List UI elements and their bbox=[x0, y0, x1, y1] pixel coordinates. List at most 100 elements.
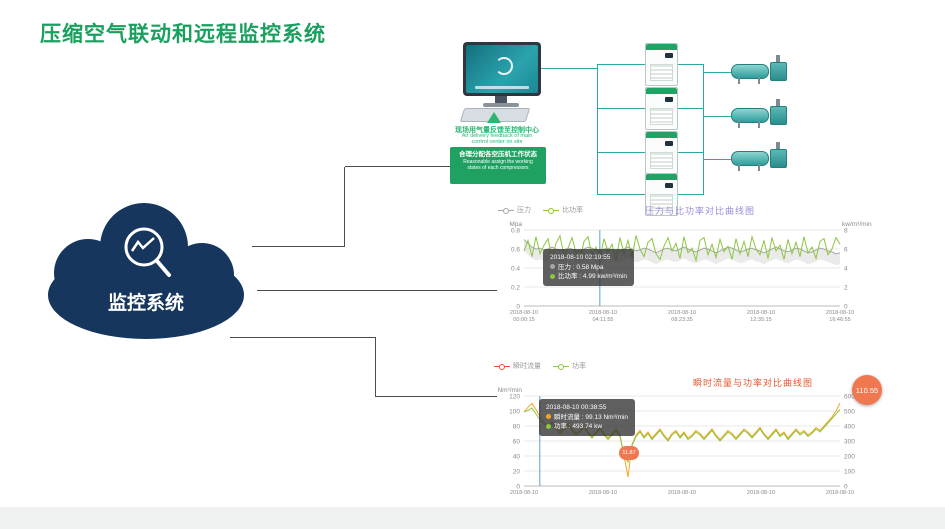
compressor-display bbox=[665, 183, 673, 188]
flow-power-tooltip: 2018-08-10 00:38:55 瞬时流量 : 99.13 Nm³/min… bbox=[539, 399, 636, 436]
svg-text:04:11:55: 04:11:55 bbox=[592, 317, 613, 323]
compressor-unit bbox=[645, 173, 678, 216]
compressor-top-panel bbox=[646, 88, 677, 94]
unit-tank bbox=[731, 64, 769, 79]
pressure-power-legend: 压力 比功率 bbox=[498, 205, 583, 215]
network-wire bbox=[541, 68, 597, 69]
network-wire bbox=[703, 64, 704, 195]
svg-text:12:35:15: 12:35:15 bbox=[750, 317, 771, 323]
unit-tank bbox=[731, 108, 769, 123]
assign-text-en-2: states of each compressors bbox=[467, 165, 529, 171]
air-dryer-unit bbox=[731, 55, 793, 87]
tooltip-row: 功率 : 493.74 kw bbox=[546, 422, 628, 432]
cloud-label: 监控系统 bbox=[108, 291, 184, 314]
pressure-power-title: 压力与比功率对比曲线图 bbox=[645, 206, 756, 216]
svg-text:0: 0 bbox=[516, 483, 520, 490]
compressor-display bbox=[665, 53, 673, 58]
svg-text:2018-08-10: 2018-08-10 bbox=[747, 310, 775, 316]
compressor-top-panel bbox=[646, 44, 677, 50]
feedback-text-cn: 现场用气量反馈至控制中心 bbox=[455, 127, 539, 134]
compressor-unit bbox=[645, 131, 678, 174]
legend-marker bbox=[543, 207, 559, 214]
compressor-grille bbox=[650, 64, 673, 81]
network-wire bbox=[597, 194, 645, 195]
svg-text:Nm³/min: Nm³/min bbox=[497, 387, 522, 394]
svg-text:2018-08-10: 2018-08-10 bbox=[826, 310, 854, 316]
compressor-top-panel bbox=[646, 174, 677, 180]
legend-label: 功率 bbox=[572, 363, 586, 370]
network-wire bbox=[597, 152, 645, 153]
unit-pipe bbox=[776, 142, 780, 150]
tooltip-dot bbox=[546, 414, 551, 420]
legend-label: 比功率 bbox=[562, 207, 583, 214]
connector-line bbox=[344, 167, 345, 247]
legend-item-power[interactable]: 功率 bbox=[553, 361, 586, 371]
connector-line bbox=[345, 166, 451, 167]
tooltip-dot bbox=[546, 423, 551, 429]
min-value-bubble: 11.87 bbox=[619, 446, 639, 460]
svg-text:100: 100 bbox=[509, 408, 520, 415]
svg-text:20: 20 bbox=[513, 468, 521, 475]
unit-leg bbox=[758, 77, 760, 84]
svg-text:kw/m³/min: kw/m³/min bbox=[842, 221, 872, 228]
monitor-cloud: 监控系统 bbox=[32, 195, 260, 345]
svg-text:2018-08-10: 2018-08-10 bbox=[589, 490, 617, 496]
workstation-monitor bbox=[463, 42, 541, 96]
unit-leg bbox=[738, 77, 740, 84]
assign-box: 合理分配各空压机工作状态 Reasonable assign the worki… bbox=[450, 147, 546, 184]
network-wire bbox=[678, 152, 703, 153]
svg-text:00:00:15: 00:00:15 bbox=[513, 317, 534, 323]
svg-text:2018-08-10: 2018-08-10 bbox=[510, 490, 538, 496]
svg-text:0: 0 bbox=[844, 483, 848, 490]
air-dryer-unit bbox=[731, 99, 793, 131]
screen-text-bar bbox=[474, 86, 530, 89]
svg-text:100: 100 bbox=[844, 468, 855, 475]
svg-text:0: 0 bbox=[516, 303, 520, 310]
network-wire bbox=[597, 108, 645, 109]
svg-text:2018-08-10: 2018-08-10 bbox=[589, 310, 617, 316]
unit-motor bbox=[770, 149, 787, 168]
cloud-shape bbox=[48, 203, 244, 339]
assign-text-en-1: Reasonable assign the working bbox=[463, 159, 533, 165]
legend-item-flow[interactable]: 瞬时流量 bbox=[494, 361, 541, 371]
pressure-power-tooltip: 2018-08-10 02:19:55 压力 : 0.58 Mpa 比功率 : … bbox=[543, 249, 634, 286]
unit-leg bbox=[738, 121, 740, 128]
tooltip-time: 2018-08-10 02:19:55 bbox=[550, 254, 611, 261]
svg-text:2018-08-10: 2018-08-10 bbox=[826, 490, 854, 496]
legend-item-specific-power[interactable]: 比功率 bbox=[543, 205, 583, 215]
network-wire bbox=[597, 64, 598, 195]
compressor-unit bbox=[645, 43, 678, 86]
network-wire bbox=[703, 72, 731, 73]
svg-text:6: 6 bbox=[844, 246, 848, 253]
compressor-unit bbox=[645, 87, 678, 130]
page-title: 压缩空气联动和远程监控系统 bbox=[40, 23, 326, 46]
unit-motor bbox=[770, 106, 787, 125]
network-wire bbox=[597, 64, 645, 65]
tooltip-time: 2018-08-10 00:38:55 bbox=[546, 404, 607, 411]
svg-text:2018-08-10: 2018-08-10 bbox=[510, 310, 538, 316]
svg-text:0: 0 bbox=[844, 303, 848, 310]
assign-text-cn: 合理分配各空压机工作状态 bbox=[459, 151, 537, 158]
tooltip-row: 比功率 : 4.99 kw/m³/min bbox=[550, 272, 627, 282]
network-wire bbox=[703, 116, 731, 117]
compressor-grille bbox=[650, 194, 673, 211]
connector-line bbox=[257, 290, 497, 291]
connector-line bbox=[375, 337, 376, 397]
unit-leg bbox=[758, 121, 760, 128]
network-wire bbox=[678, 194, 703, 195]
svg-text:0.2: 0.2 bbox=[511, 284, 520, 291]
unit-pipe bbox=[776, 55, 780, 63]
svg-text:2018-08-10: 2018-08-10 bbox=[747, 490, 775, 496]
legend-item-pressure[interactable]: 压力 bbox=[498, 205, 531, 215]
feedback-text-en-2: control center on site bbox=[471, 139, 523, 145]
unit-tank bbox=[731, 151, 769, 166]
flow-power-title: 瞬时流量与功率对比曲线图 bbox=[693, 378, 814, 388]
air-dryer-unit bbox=[731, 142, 793, 174]
network-wire bbox=[703, 159, 731, 160]
svg-text:0.6: 0.6 bbox=[511, 246, 520, 253]
unit-leg bbox=[758, 164, 760, 171]
legend-label: 瞬时流量 bbox=[513, 363, 541, 370]
up-arrow-icon bbox=[487, 112, 501, 123]
compressor-top-panel bbox=[646, 132, 677, 138]
tooltip-row: 压力 : 0.58 Mpa bbox=[550, 263, 627, 273]
